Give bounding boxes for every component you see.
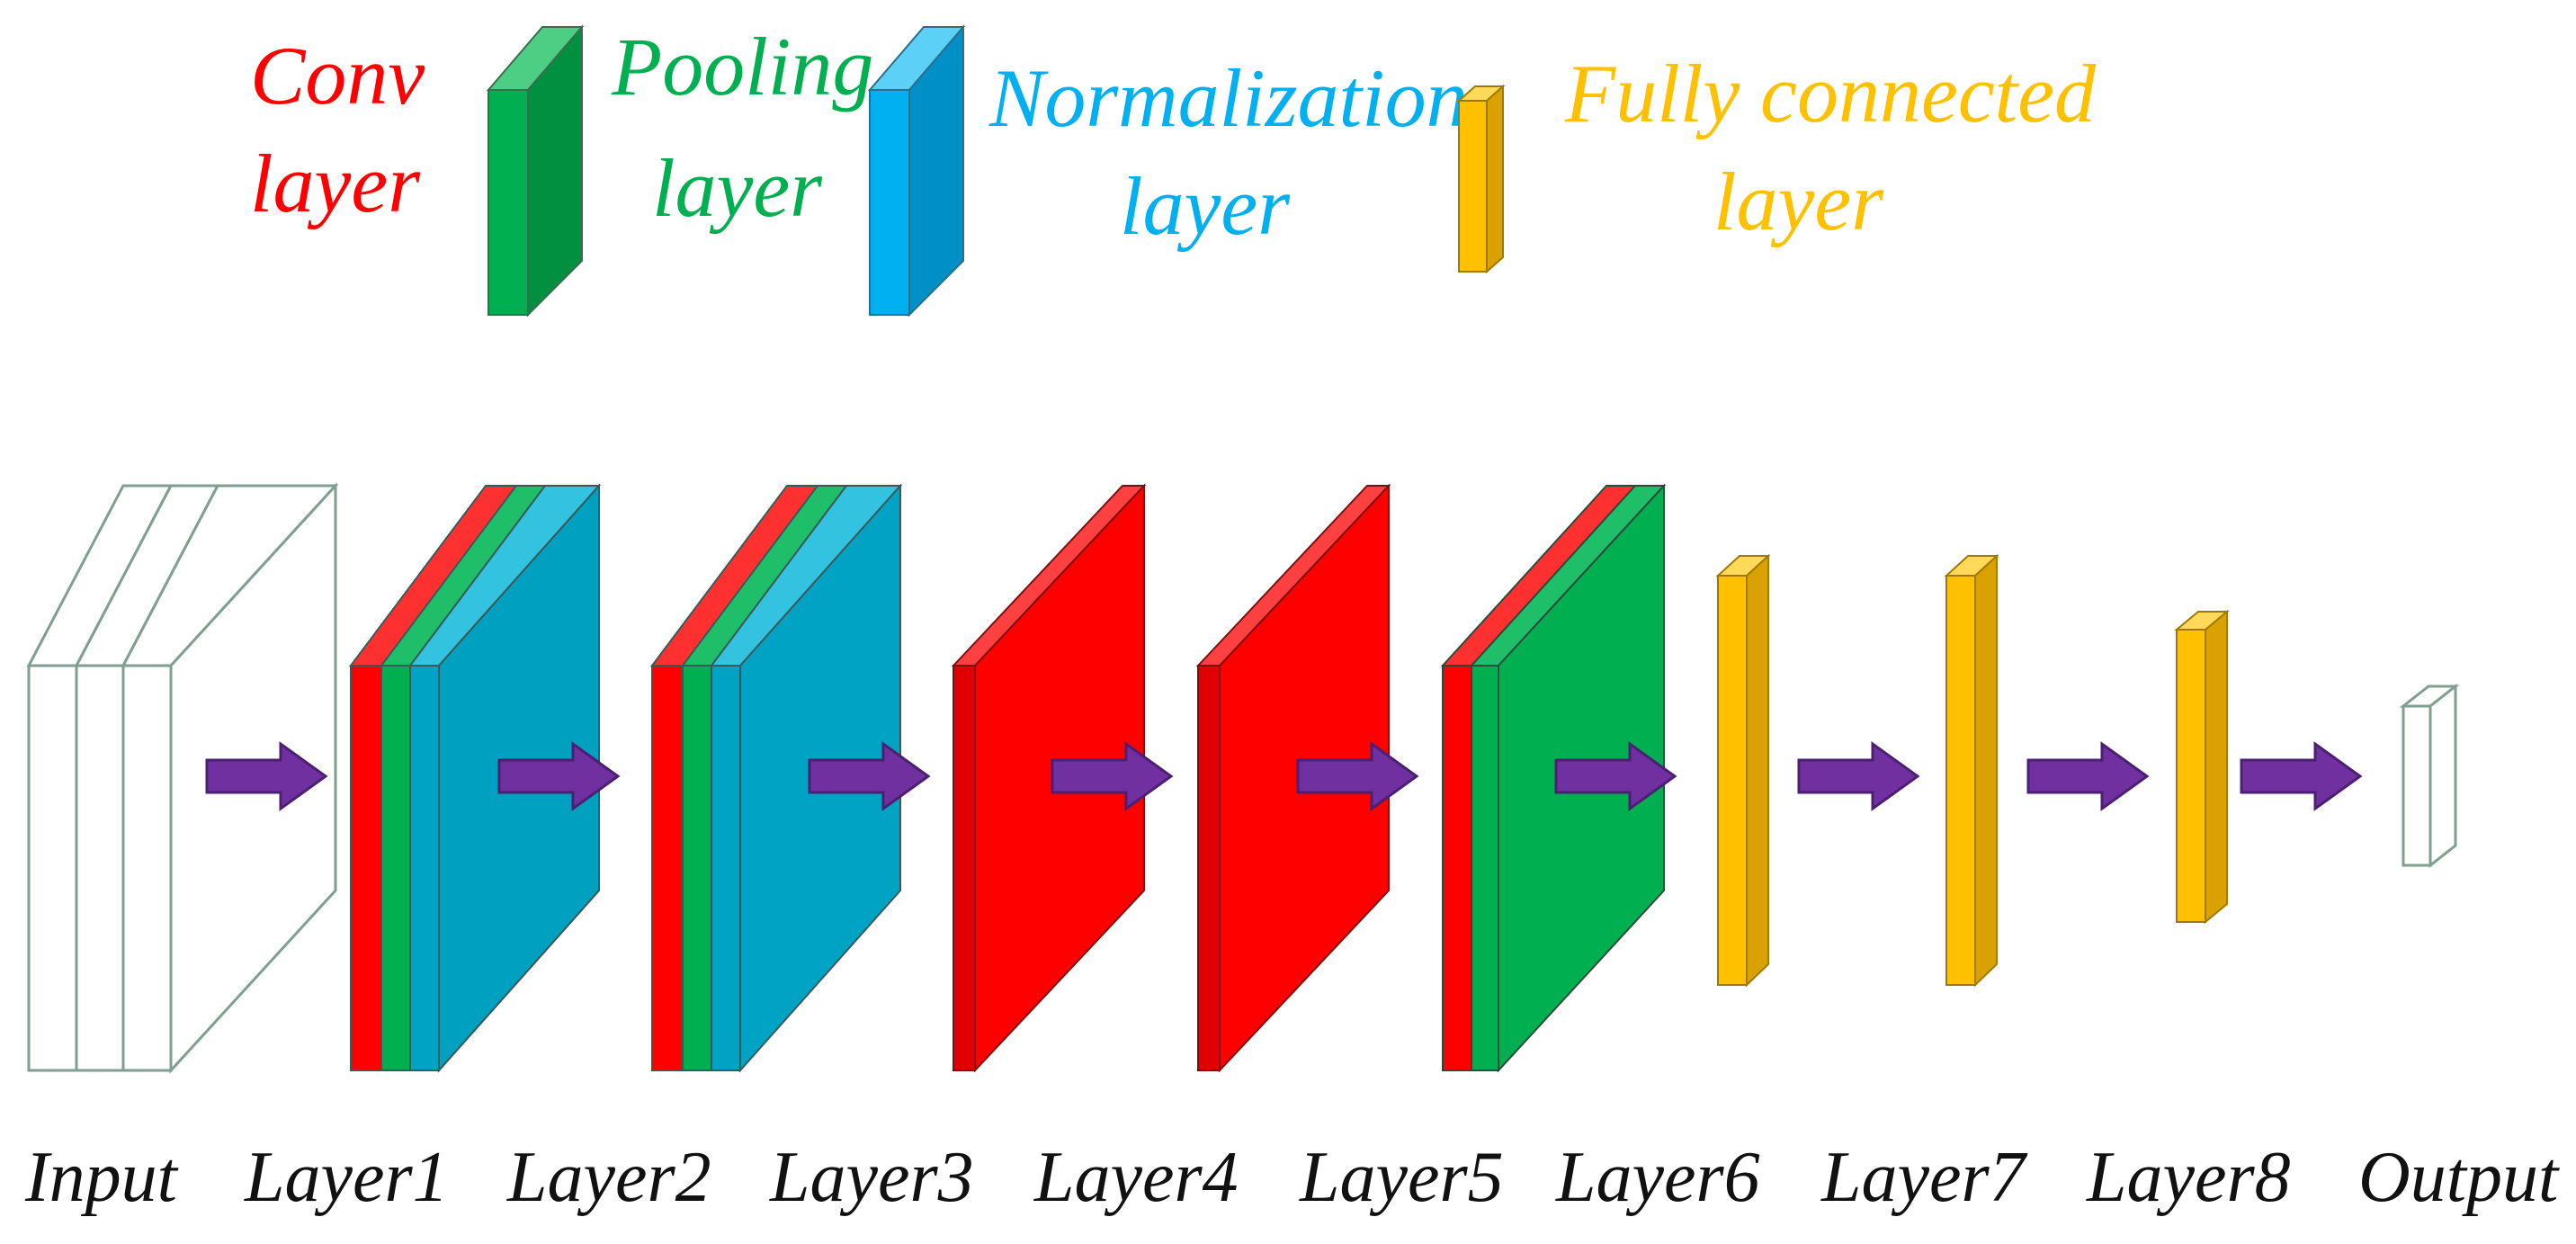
caption-layer3: Layer3 [769, 1138, 974, 1217]
legend-conv-line1: Conv [250, 30, 425, 121]
layer7-block [1944, 553, 1999, 988]
legend-pooling-swatch [486, 24, 585, 318]
caption-layer6: Layer6 [1555, 1138, 1760, 1217]
legend-conv-line2: layer [250, 138, 421, 229]
arrow-layer3-to-layer4 [1051, 741, 1174, 811]
legend: Conv layer Pooling layer Normalization l… [250, 21, 2097, 318]
arrow-layer6-to-layer7 [1797, 741, 1920, 811]
legend-pooling-line2: layer [652, 142, 823, 234]
legend-normalization-swatch [867, 24, 966, 318]
legend-fully-connected-line1: Fully connected [1564, 48, 2097, 139]
legend-normalization-line1: Normalization [988, 52, 1468, 144]
arrow-layer7-to-layer8 [2026, 741, 2150, 811]
caption-input: Input [24, 1138, 179, 1217]
arrow-layer2-to-layer3 [808, 741, 931, 811]
arrow-layer5-to-layer6 [1554, 741, 1677, 811]
layer-captions: Input Layer1 Layer2 Layer3 Layer4 Layer5… [24, 1138, 2560, 1217]
legend-fully-connected-line2: layer [1713, 156, 1884, 247]
layer8-block [2174, 609, 2230, 925]
arrow-layer4-to-layer5 [1296, 741, 1419, 811]
caption-layer7: Layer7 [1820, 1138, 2028, 1217]
caption-layer1: Layer1 [244, 1138, 449, 1217]
caption-output: Output [2358, 1138, 2560, 1217]
caption-layer2: Layer2 [506, 1138, 711, 1217]
arrow-input-to-layer1 [205, 741, 328, 811]
flow-arrows [205, 741, 2363, 811]
legend-normalization-line2: layer [1120, 160, 1291, 252]
legend-pooling-line1: Pooling [611, 21, 873, 112]
caption-layer8: Layer8 [2086, 1138, 2291, 1217]
arrow-layer1-to-layer2 [497, 741, 621, 811]
arrow-layer8-to-output [2240, 741, 2363, 811]
caption-layer4: Layer4 [1033, 1138, 1239, 1217]
layer6-block [1715, 553, 1771, 988]
legend-fully-connected-swatch [1456, 84, 1506, 274]
caption-layer5: Layer5 [1299, 1138, 1504, 1217]
output-block [2399, 683, 2460, 869]
